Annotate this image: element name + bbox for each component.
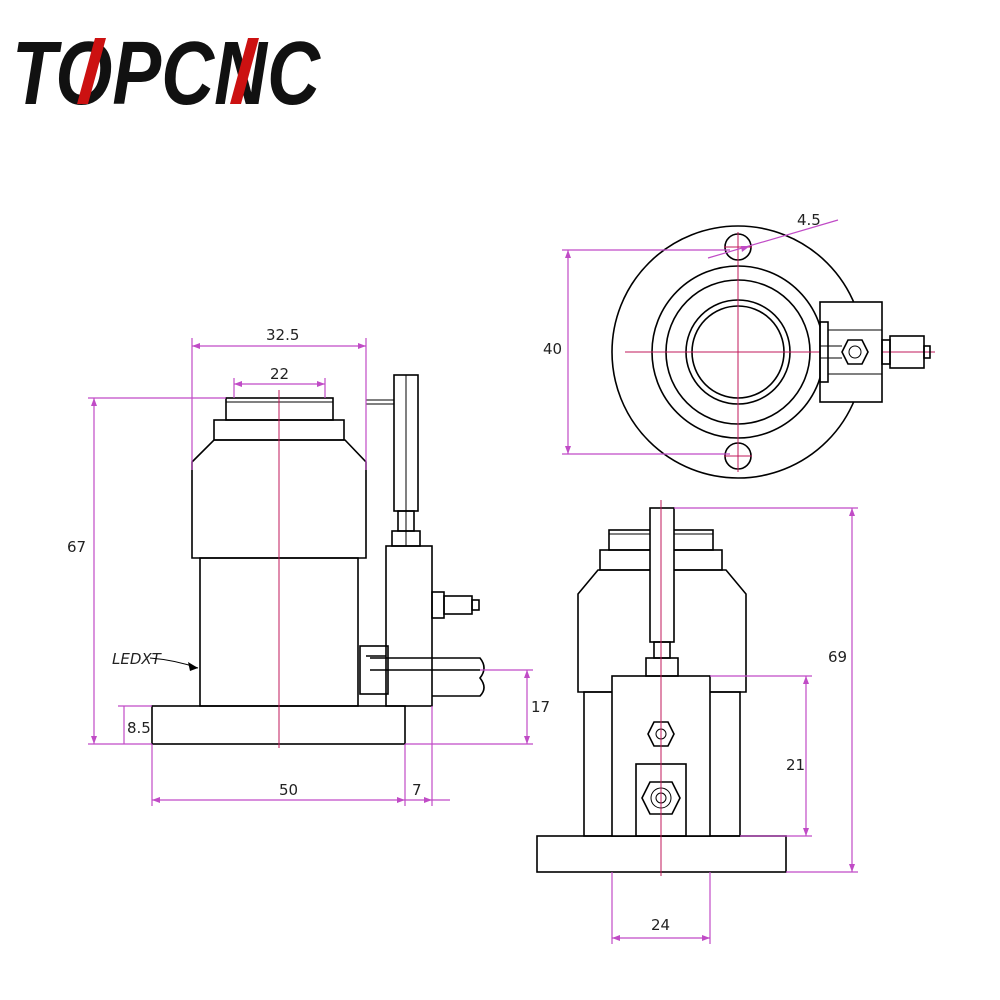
logo-accent-n <box>230 38 259 104</box>
front-view-dimensions: 69 21 24 <box>611 507 858 944</box>
dim-hole-dia: 4.5 <box>797 211 821 229</box>
dim-side-height: 67 <box>67 538 86 556</box>
dim-cap-width: 22 <box>270 365 289 383</box>
dim-bracket-height: 17 <box>531 698 550 716</box>
dim-base-height: 8.5 <box>127 719 151 737</box>
side-view: LEDXT <box>112 374 485 748</box>
dim-offset: 7 <box>412 781 422 799</box>
dim-top-height: 40 <box>543 340 562 358</box>
front-view <box>536 500 787 876</box>
dim-block-height: 21 <box>786 756 805 774</box>
dim-block-width: 24 <box>651 916 670 934</box>
dim-front-height: 69 <box>828 648 847 666</box>
logo-text: TOPCNC <box>12 24 322 124</box>
wire-label: LEDXT <box>112 650 163 668</box>
top-view-dimensions: 4.5 40 <box>543 211 839 455</box>
side-view-dimensions: 32.5 22 67 8.5 50 7 <box>67 326 550 806</box>
dim-top-width: 32.5 <box>266 326 299 344</box>
logo: TOPCNC <box>12 24 322 124</box>
dim-base-width: 50 <box>279 781 298 799</box>
top-view <box>611 225 935 479</box>
logo-accent-o <box>77 38 106 104</box>
